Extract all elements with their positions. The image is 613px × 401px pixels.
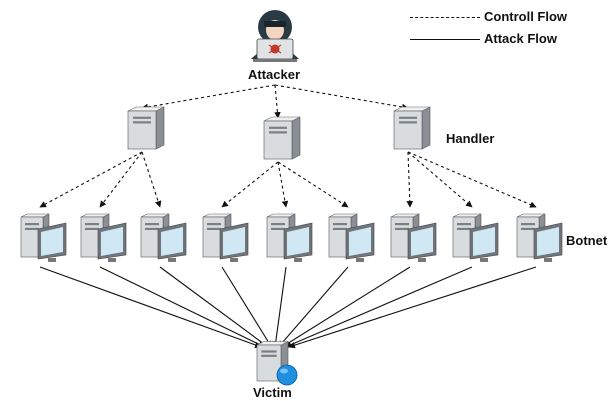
handler-server-icon: [263, 116, 301, 160]
legend-attack-label: Attack Flow: [484, 31, 557, 46]
bot-server-monitor-icon: [20, 213, 67, 262]
legend-control-line: [410, 17, 480, 18]
bot-server-monitor-icon: [140, 213, 187, 262]
control-flow-edge: [141, 84, 276, 111]
bot-server-monitor-icon: [516, 213, 563, 262]
handler-server-icon: [127, 106, 165, 150]
attack-flow-edge: [281, 266, 411, 348]
attack-flow-edge: [288, 266, 537, 349]
control-flow-edge: [407, 151, 473, 208]
bot-server-monitor-icon: [266, 213, 313, 262]
edges-layer: [39, 84, 537, 349]
attack-flow-edge: [99, 266, 266, 348]
victim-server-globe-icon: [256, 341, 298, 386]
control-flow-edge: [39, 151, 143, 208]
bot-server-monitor-icon: [202, 213, 249, 262]
attack-flow-edge: [272, 266, 287, 348]
attack-flow-edge: [39, 266, 262, 349]
nodes-layer: [20, 10, 563, 386]
attack-flow-edge: [159, 266, 269, 348]
attacker-label: Attacker: [248, 67, 301, 82]
control-flow-edge: [274, 84, 409, 111]
attack-flow-edge: [284, 266, 473, 348]
bot-server-monitor-icon: [80, 213, 127, 262]
control-flow-edge: [407, 151, 537, 208]
control-flow-edge: [277, 161, 349, 208]
attack-flow-edge: [221, 266, 272, 348]
control-flow-edge: [99, 151, 143, 208]
attack-flow-edge: [278, 266, 349, 348]
bot-server-monitor-icon: [328, 213, 375, 262]
control-flow-edge: [406, 151, 414, 208]
bot-server-monitor-icon: [390, 213, 437, 262]
hacker-icon: [251, 10, 299, 62]
legend-control-label: Controll Flow: [484, 9, 568, 24]
control-flow-edge: [277, 161, 289, 208]
handler-server-icon: [393, 106, 431, 150]
control-flow-edge: [221, 161, 279, 208]
handler-label: Handler: [446, 131, 495, 146]
legend-attack-line: [410, 39, 480, 40]
botnet-label: Botnet: [566, 233, 608, 248]
control-flow-edge: [141, 151, 162, 208]
bot-server-monitor-icon: [452, 213, 499, 262]
control-flow-edge: [274, 84, 281, 119]
victim-label: Victim: [253, 385, 292, 400]
